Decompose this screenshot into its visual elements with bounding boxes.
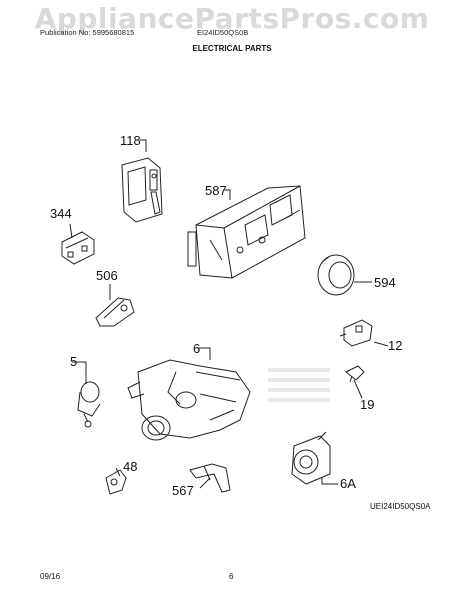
callout-506: 506: [96, 268, 118, 283]
leader-lines: [69, 139, 389, 489]
callout-5: 5: [70, 354, 78, 369]
round-sensor-part: [317, 254, 355, 296]
callout-587: 587: [205, 183, 227, 198]
control-board-part: [121, 157, 163, 223]
publication-number: Publication No: 5995680815: [40, 28, 135, 37]
callout-118: 118: [120, 133, 141, 148]
section-title: ELECTRICAL PARTS: [192, 44, 272, 53]
sensor-part: [95, 297, 135, 327]
diagram-code: UEI24ID50QS0A: [370, 502, 431, 511]
callout-6a: 6A: [340, 476, 356, 491]
footer-date: 09/16: [40, 572, 61, 581]
callout-19: 19: [360, 397, 375, 412]
callout-567: 567: [172, 483, 194, 498]
hose-bracket-part: [189, 463, 231, 493]
callout-12: 12: [388, 338, 403, 353]
switch-part: [339, 319, 373, 347]
callout-48: 48: [123, 459, 138, 474]
drain-pump-part: [291, 431, 331, 485]
callout-6: 6: [193, 341, 201, 356]
watermark: AppliancePartsPros.com: [34, 2, 430, 35]
float-switch-part: [345, 365, 365, 383]
pump-assembly-part: [127, 359, 251, 441]
main-board-part: [187, 185, 306, 279]
inlet-valve-part: [77, 381, 101, 428]
connector-part: [61, 231, 95, 265]
model-number: EI24ID50QS0B: [197, 28, 249, 37]
callout-594: 594: [374, 275, 396, 290]
page-number: 6: [229, 572, 234, 581]
callout-344: 344: [50, 206, 72, 221]
